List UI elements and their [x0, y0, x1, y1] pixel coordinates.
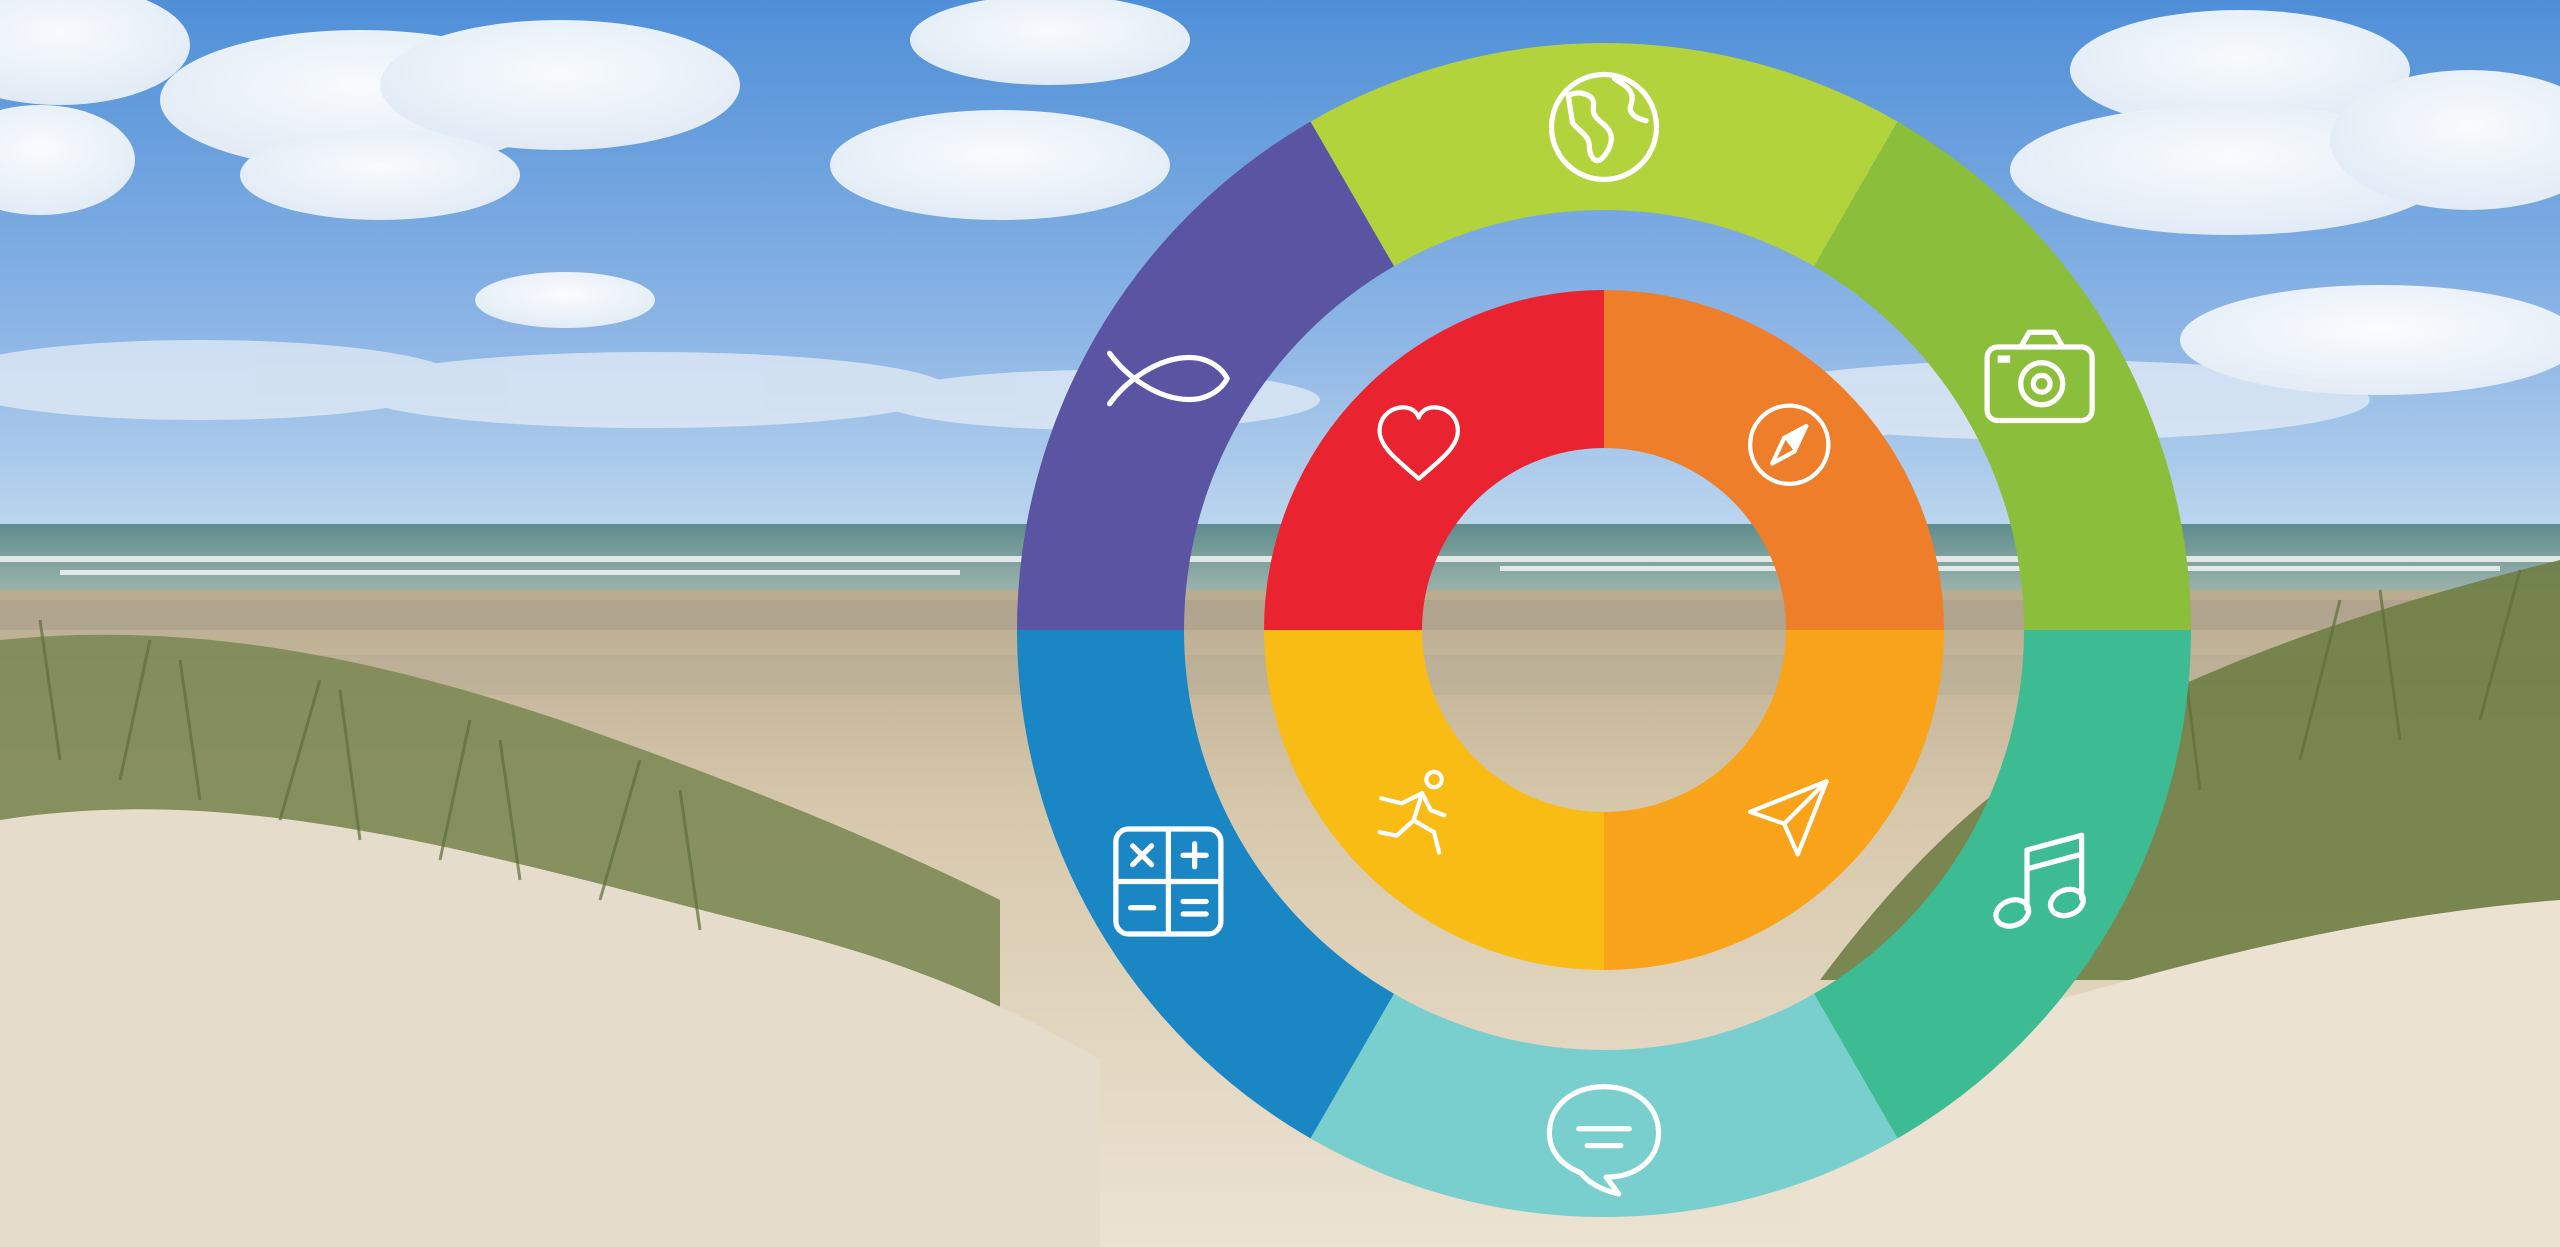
- launcher-tile-send[interactable]: [1604, 630, 1944, 970]
- globe-icon: [1548, 71, 1660, 183]
- tile-background: [1017, 121, 1394, 630]
- tile-background: [1017, 630, 1394, 1139]
- tile-background: [1814, 121, 2191, 630]
- launcher-tile-fish[interactable]: [1017, 121, 1394, 630]
- music-note-icon: [1993, 832, 2086, 929]
- launcher-tile-messages[interactable]: [1310, 993, 1898, 1218]
- launcher-tile-compass[interactable]: [1604, 290, 1944, 630]
- tile-background: [1264, 630, 1604, 970]
- heart-icon: [1377, 405, 1460, 481]
- launcher-tile-calculator[interactable]: [1017, 630, 1394, 1139]
- outer-ring: [1017, 42, 2191, 1218]
- compass-icon: [1748, 403, 1831, 486]
- launcher-tile-music[interactable]: [1814, 630, 2191, 1139]
- tile-background: [1310, 993, 1898, 1218]
- inner-ring: [1264, 290, 1944, 970]
- launcher-tile-world[interactable]: [1310, 42, 1898, 267]
- paper-plane-icon: [1748, 779, 1829, 857]
- launcher-tile-camera[interactable]: [1814, 121, 2191, 630]
- calculator-icon: [1113, 826, 1224, 937]
- running-figure-icon: [1377, 769, 1447, 855]
- fish-icon: [1106, 350, 1230, 407]
- tile-background: [1604, 630, 1944, 970]
- camera-icon: [1984, 329, 2095, 424]
- launcher-tile-favorites[interactable]: [1264, 290, 1604, 630]
- tile-background: [1264, 290, 1604, 630]
- chat-bubble-icon: [1546, 1084, 1662, 1197]
- tile-background: [1814, 630, 2191, 1139]
- launcher-tile-activity[interactable]: [1264, 630, 1604, 970]
